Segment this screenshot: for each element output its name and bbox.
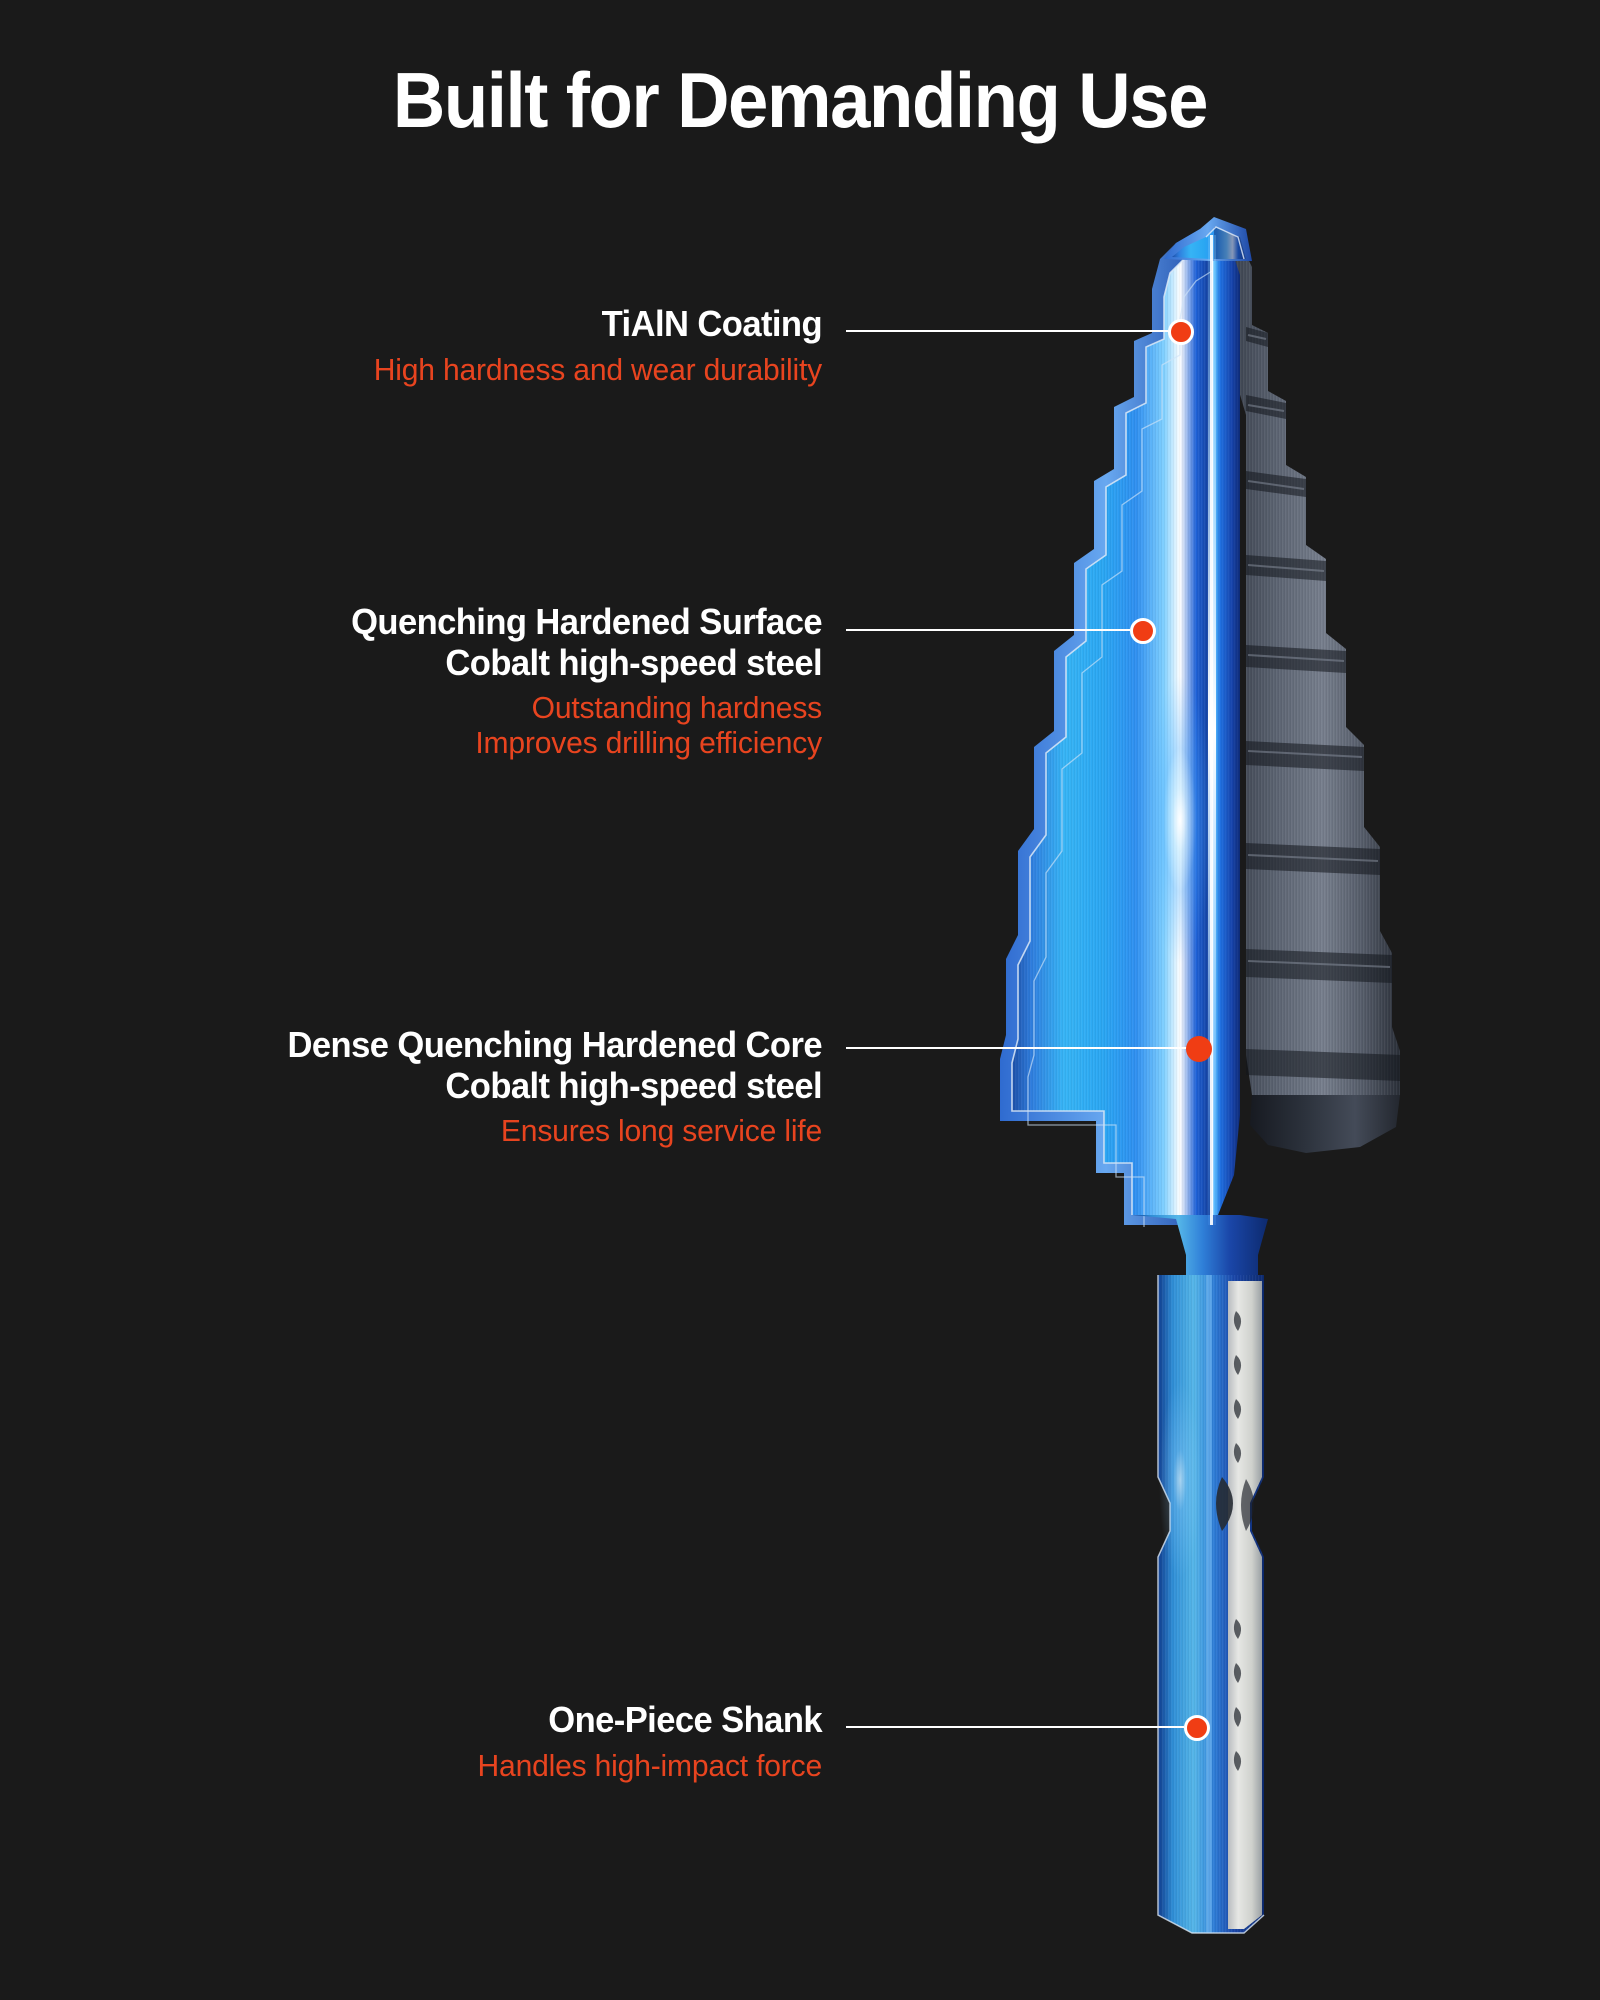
callout-one-piece-shank: One-Piece Shank Handles high-impact forc… [0,1699,823,1783]
marker-quenching-hardened-surface[interactable] [1130,618,1156,644]
callout-tialn-coating: TiAlN Coating High hardness and wear dur… [0,303,823,387]
step-drill-bit-illustration [1000,215,1420,1945]
callout-sub-line: Ensures long service life [500,1113,822,1149]
leader-line-one-piece-shank [846,1726,1184,1728]
callout-quenching-hardened-surface: Quenching Hardened Surface Cobalt high-s… [0,601,823,761]
callout-sub-line: Handles high-impact force [477,1747,823,1783]
callout-dense-quenching-hardened-core: Dense Quenching Hardened Core Cobalt hig… [0,1024,823,1149]
leader-line-quenching-hardened-surface [846,629,1130,631]
callout-sub-line: High hardness and wear durability [373,351,822,387]
leader-line-dense-quenching-hardened-core [846,1047,1190,1049]
callout-title-line: TiAlN Coating [601,303,823,344]
leader-line-tialn-coating [846,330,1168,332]
hardened-core-line [1208,235,1216,1225]
callout-title-line: One-Piece Shank [548,1699,822,1740]
callout-title-line: Quenching Hardened Surface [351,601,822,642]
marker-one-piece-shank[interactable] [1184,1715,1210,1741]
marker-dense-quenching-hardened-core[interactable] [1186,1036,1212,1062]
page-title: Built for Demanding Use [392,56,1209,144]
callout-sub-line: Outstanding hardness [531,690,823,726]
bit-shank [1132,1215,1268,1934]
callout-title-line: Dense Quenching Hardened Core [287,1024,823,1065]
marker-tialn-coating[interactable] [1168,319,1194,345]
bit-coated-cutaway [1000,229,1240,1227]
callout-sub-line: Improves drilling efficiency [475,725,822,761]
callout-title-line: Cobalt high-speed steel [445,641,822,683]
callout-title-line: Cobalt high-speed steel [445,1064,822,1106]
